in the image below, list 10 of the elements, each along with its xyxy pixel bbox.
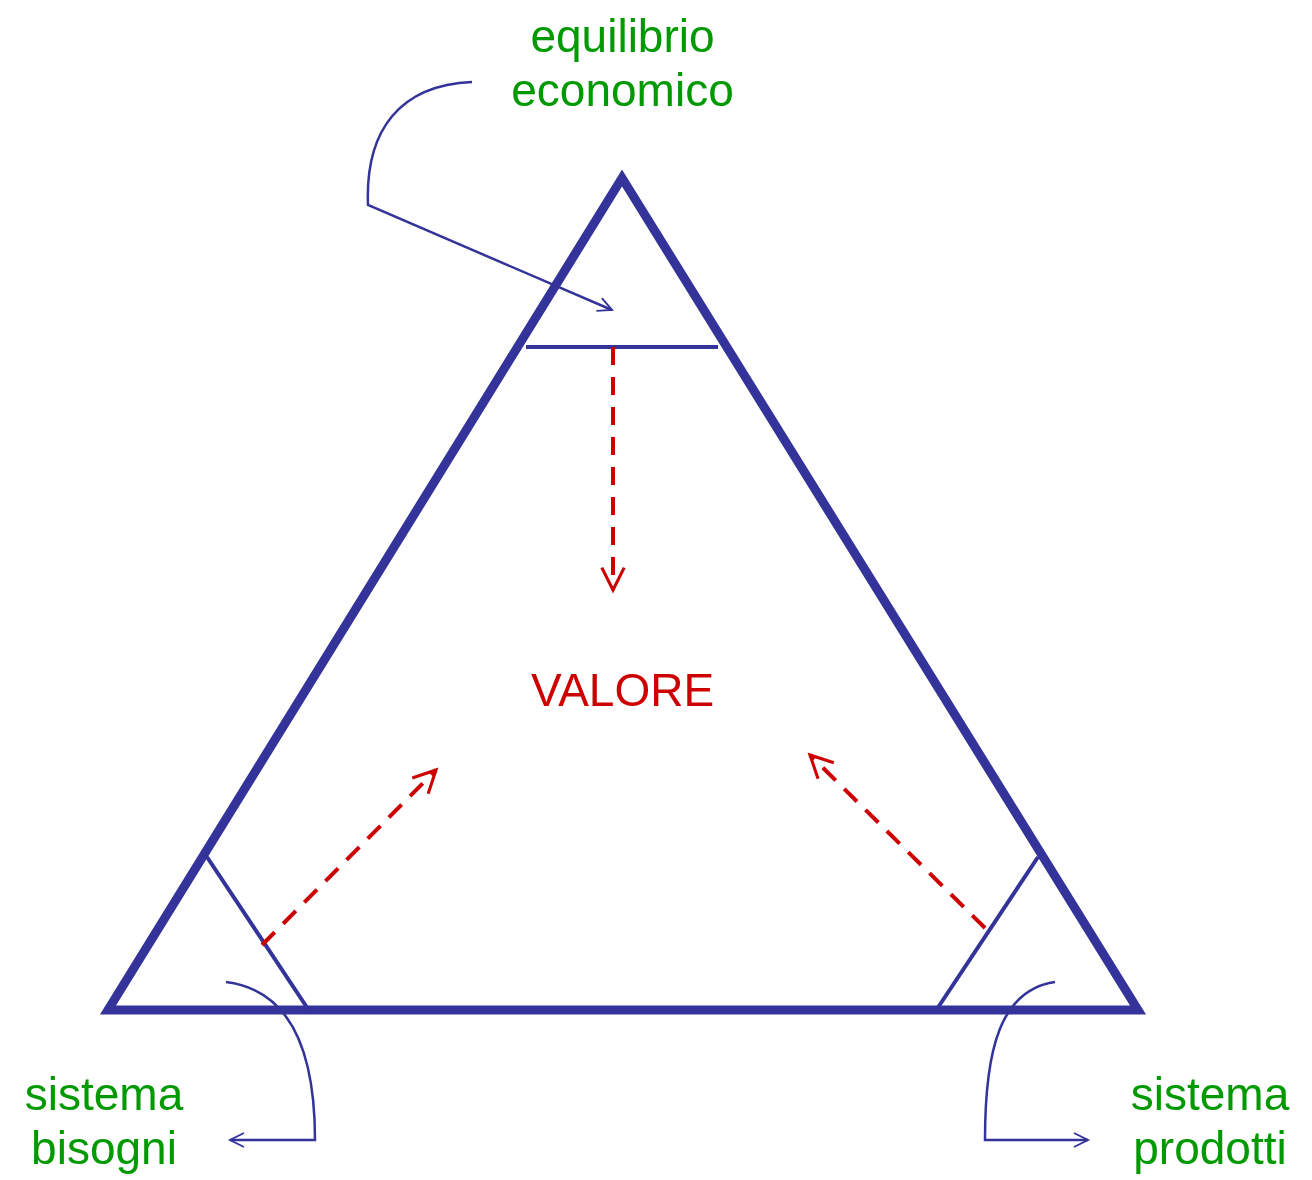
dashed-arrow xyxy=(260,768,438,947)
dashed-arrow xyxy=(808,753,987,930)
leader-line xyxy=(366,80,613,312)
label-text: VALORE xyxy=(505,660,740,720)
leader-line xyxy=(983,980,1089,1148)
label-text: equilibrio economico xyxy=(480,4,765,122)
leader-line xyxy=(225,980,317,1148)
dashed-arrow xyxy=(600,347,626,592)
label-text: sistema bisogni xyxy=(4,1062,204,1180)
label-text: sistema prodotti xyxy=(1110,1062,1310,1180)
